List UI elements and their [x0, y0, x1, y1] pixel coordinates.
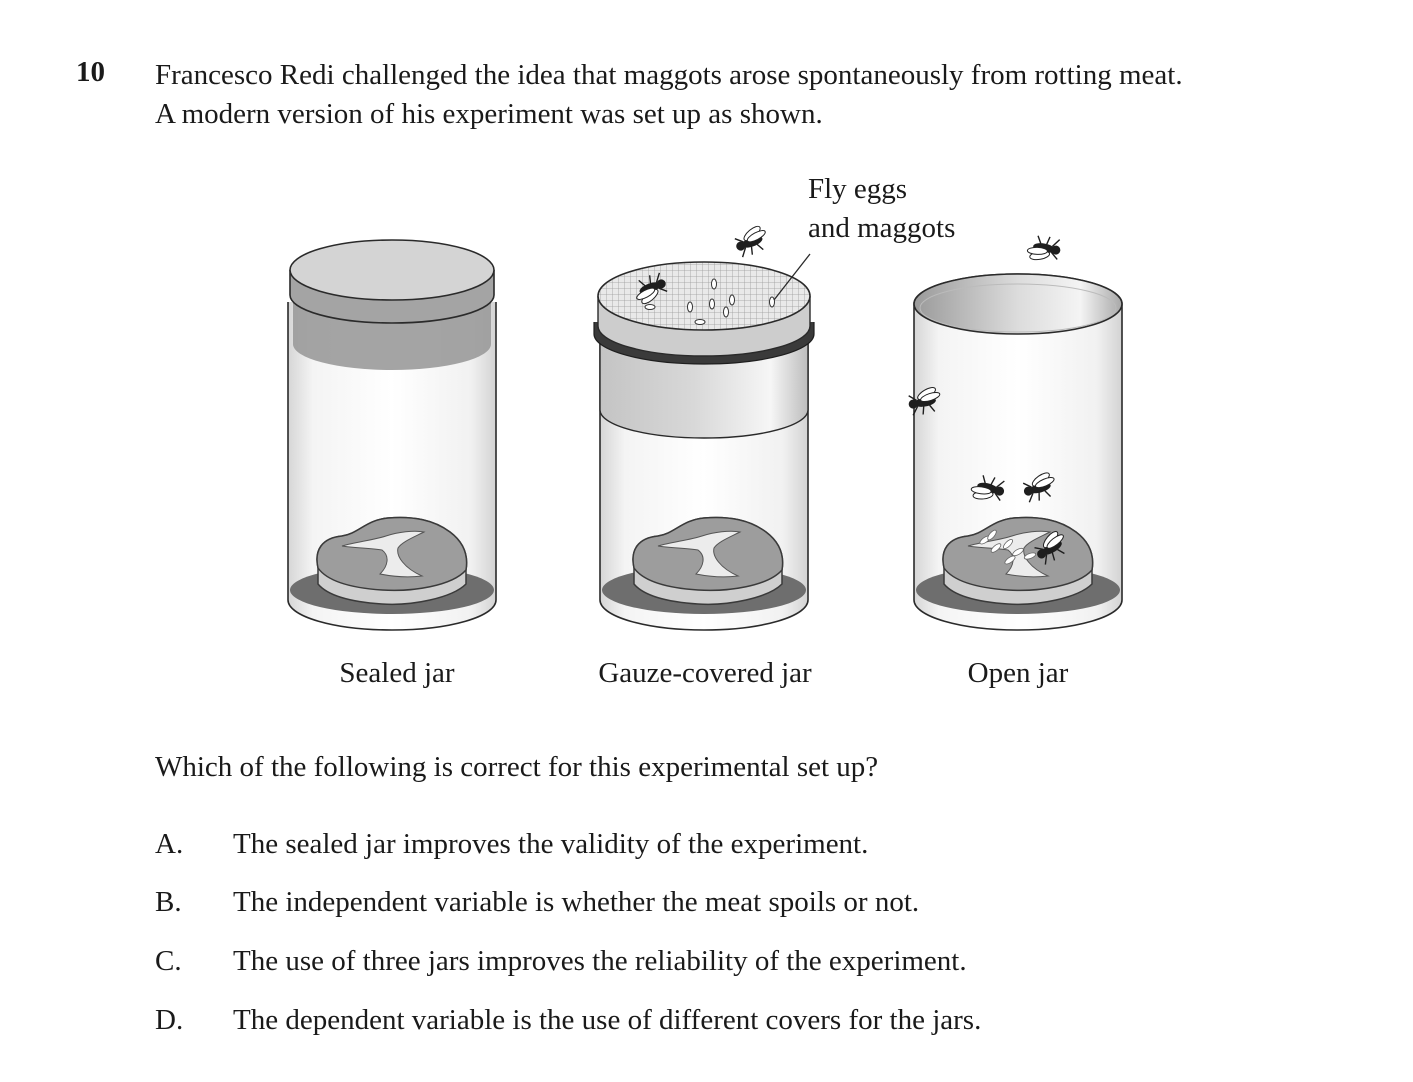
option-text: The independent variable is whether the …	[233, 886, 920, 918]
experiment-figure	[287, 221, 1123, 631]
question-stem: Francesco Redi challenged the idea that …	[155, 56, 1375, 134]
stem-line-1: Francesco Redi challenged the idea that …	[155, 59, 1183, 91]
option-a[interactable]: A. The sealed jar improves the validity o…	[155, 828, 868, 861]
open-jar	[913, 273, 1123, 631]
gauze-jar-label: Gauze-covered jar	[598, 657, 812, 689]
option-b[interactable]: B. The independent variable is whether th…	[155, 886, 919, 919]
stem-line-2: A modern version of his experiment was s…	[155, 98, 823, 130]
option-c[interactable]: C. The use of three jars improves the rel…	[155, 945, 967, 978]
sealed-jar	[287, 239, 497, 631]
option-letter: D.	[155, 1004, 184, 1036]
option-letter: C.	[155, 945, 182, 977]
option-text: The dependent variable is the use of dif…	[233, 1004, 982, 1036]
callout-line-1: Fly eggs	[808, 173, 908, 205]
question-number: 10	[76, 56, 105, 88]
callout-line-2: and maggots	[808, 212, 956, 244]
fly-icon	[730, 221, 773, 260]
fly-icon	[1024, 232, 1064, 267]
question-prompt: Which of the following is correct for th…	[155, 751, 879, 783]
open-jar-label: Open jar	[967, 657, 1069, 689]
option-text: The use of three jars improves the relia…	[233, 945, 967, 977]
option-d[interactable]: D. The dependent variable is the use of d…	[155, 1004, 981, 1037]
option-letter: B.	[155, 886, 182, 918]
fly-eggs-callout: Fly eggs and maggots	[808, 170, 955, 248]
option-text: The sealed jar improves the validity of …	[233, 828, 869, 860]
gauze-covered-jar	[593, 253, 815, 631]
sealed-jar-label: Sealed jar	[339, 657, 455, 689]
option-letter: A.	[155, 828, 184, 860]
